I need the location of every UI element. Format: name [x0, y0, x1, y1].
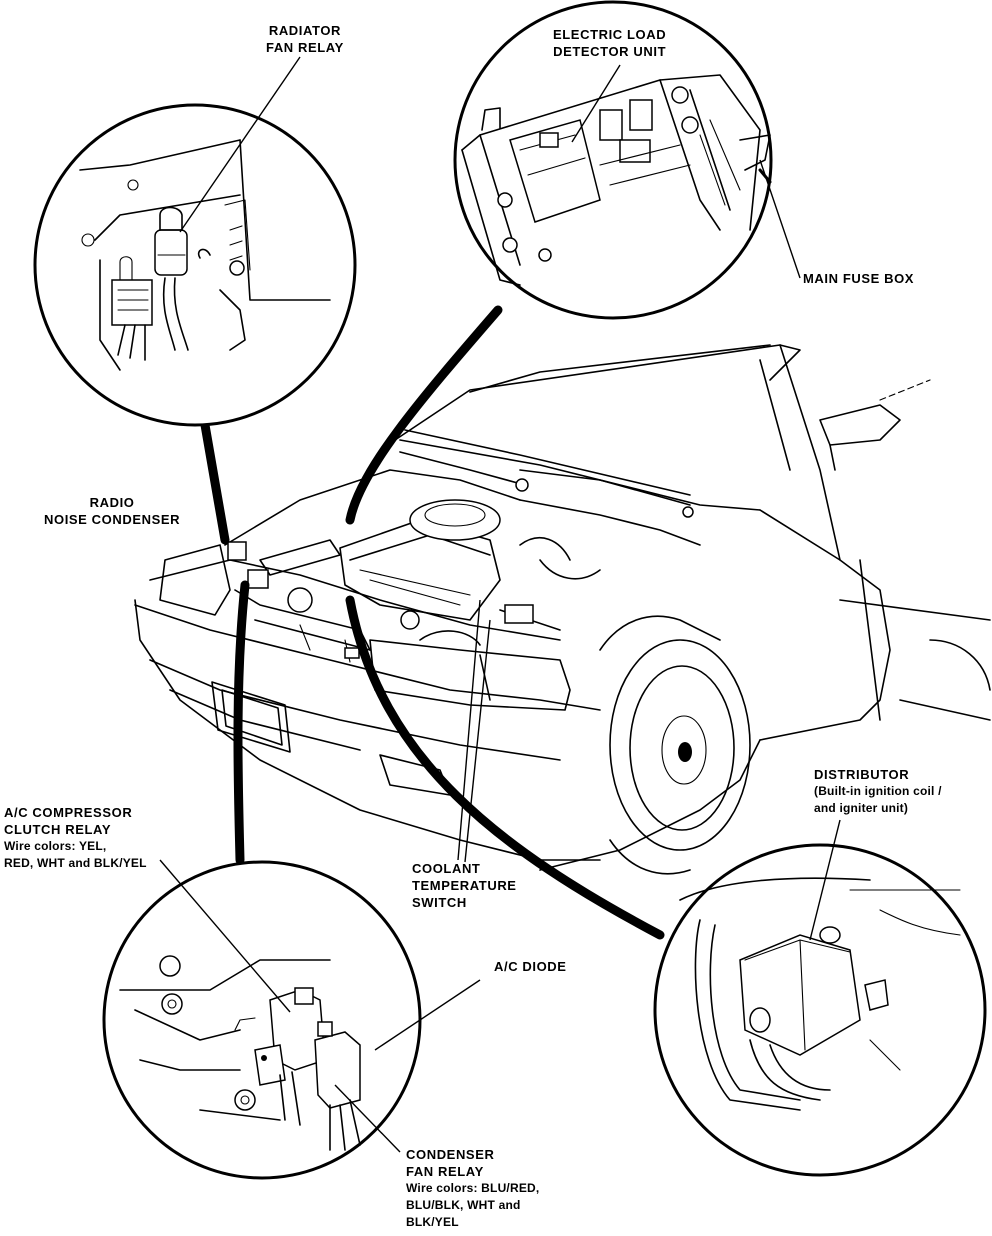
radiator-fan-relay-label: RADIATOR FAN RELAY [266, 22, 344, 56]
distributor-note-line-2: and igniter unit) [814, 801, 909, 815]
main-fuse-box-text: MAIN FUSE BOX [803, 271, 915, 286]
callout-connectors [200, 305, 665, 940]
ac-compressor-title-line-1: A/C COMPRESSOR [4, 805, 133, 820]
condenser-wire-colors-line-2: BLU/BLK, WHT and [406, 1198, 521, 1212]
radiator-fan-relay-detail [33, 103, 357, 427]
leader-lines [159, 56, 841, 1153]
distributor-label: DISTRIBUTOR (Built-in ignition coil / an… [814, 766, 942, 817]
coolant-line-3: SWITCH [412, 895, 467, 910]
radiator-fan-relay-line-1: RADIATOR [268, 23, 342, 38]
electric-load-detector-label: ELECTRIC LOAD DETECTOR UNIT [553, 26, 666, 60]
ac-diode-text: A/C DIODE [494, 959, 567, 974]
radiator-fan-relay-line-2: FAN RELAY [266, 40, 344, 55]
ac-compressor-title-line-2: CLUTCH RELAY [4, 822, 112, 837]
distributor-detail [653, 843, 987, 1177]
electric-load-detector-line-1: ELECTRIC LOAD [553, 27, 667, 42]
condenser-wire-colors-line-3: BLK/YEL [406, 1215, 459, 1229]
coolant-line-1: COOLANT [412, 861, 481, 876]
ac-compressor-wire-colors-line-1: Wire colors: YEL, [4, 839, 107, 853]
ac-compressor-clutch-relay-detail [102, 860, 422, 1180]
ac-compressor-wire-colors-line-2: RED, WHT and BLK/YEL [4, 856, 147, 870]
radio-noise-condenser-line-2: NOISE CONDENSER [44, 512, 181, 527]
radio-noise-condenser-line-1: RADIO [89, 495, 135, 510]
coolant-line-2: TEMPERATURE [412, 878, 517, 893]
condenser-wire-colors-line-1: Wire colors: BLU/RED, [406, 1181, 540, 1195]
condenser-title-line-1: CONDENSER [406, 1147, 495, 1162]
electric-load-detector-line-2: DETECTOR UNIT [553, 44, 667, 59]
distributor-note-line-1: (Built-in ignition coil / [814, 784, 942, 798]
ac-diode-label: A/C DIODE [494, 958, 567, 975]
coolant-temperature-switch-label: COOLANT TEMPERATURE SWITCH [412, 860, 517, 911]
car-illustration [134, 344, 991, 875]
distributor-title: DISTRIBUTOR [814, 767, 910, 782]
main-fuse-box-label: MAIN FUSE BOX [803, 270, 914, 287]
condenser-title-line-2: FAN RELAY [406, 1164, 484, 1179]
ac-compressor-clutch-relay-label: A/C COMPRESSOR CLUTCH RELAY Wire colors:… [4, 804, 147, 872]
condenser-fan-relay-label: CONDENSER FAN RELAY Wire colors: BLU/RED… [406, 1146, 539, 1231]
electric-load-detector-detail [453, 0, 773, 320]
radio-noise-condenser-label: RADIO NOISE CONDENSER [44, 494, 180, 528]
